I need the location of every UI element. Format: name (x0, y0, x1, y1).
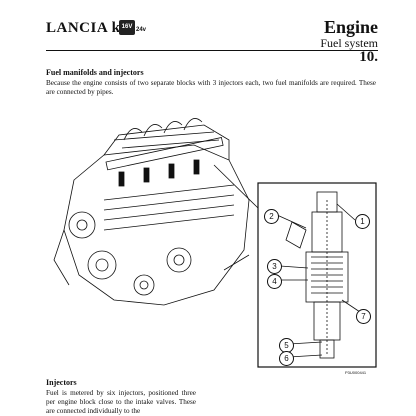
callout-1: 1 (355, 214, 370, 229)
engine-injector-illustration (53, 118, 377, 368)
callout-4: 4 (267, 274, 282, 289)
callout-2: 2 (264, 209, 279, 224)
brand-name: LANCIA k (46, 20, 121, 36)
paragraph-fuel-manifolds: Because the engine consists of two separ… (46, 79, 376, 96)
paragraph-injectors: Fuel is metered by six injectors, positi… (46, 389, 196, 415)
section-number: 10. (359, 49, 378, 65)
section-title: Engine (323, 17, 378, 37)
heading-fuel-manifolds: Fuel manifolds and injectors (46, 68, 144, 77)
heading-injectors: Injectors (46, 378, 77, 387)
callout-6: 6 (279, 351, 294, 366)
callout-3: 3 (267, 259, 282, 274)
brand-variant: 24v (136, 27, 147, 33)
callout-7: 7 (356, 309, 371, 324)
brand-logo: 16V (119, 20, 135, 35)
header-rule (46, 50, 378, 51)
figure-code: P3U000441 (345, 370, 367, 375)
section-subtitle: Fuel system (320, 36, 378, 50)
